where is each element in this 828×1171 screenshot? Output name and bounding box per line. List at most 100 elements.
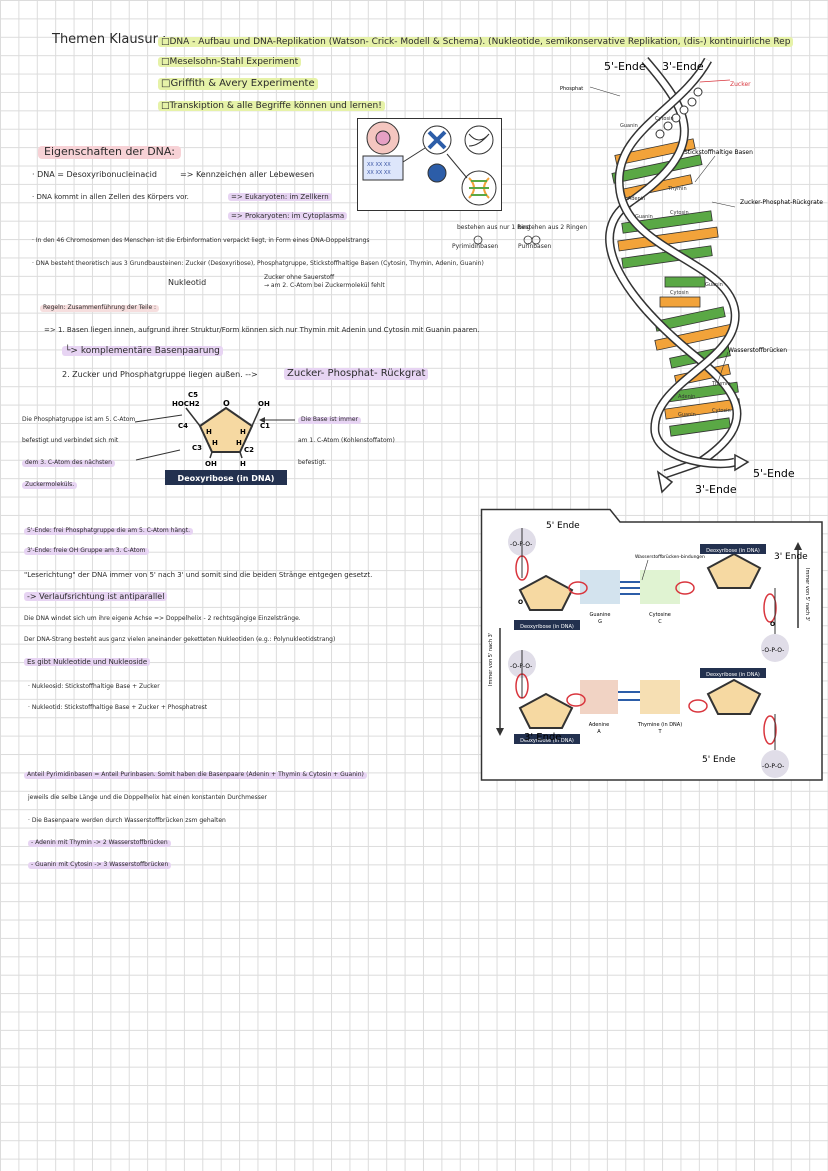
sugar-right-1: Die Base ist immer bbox=[298, 416, 361, 424]
svg-text:H: H bbox=[240, 428, 246, 436]
svg-text:C1: C1 bbox=[260, 422, 270, 430]
adenin-thymin: - Adenin mit Thymin -> 2 Wasserstoffbrüc… bbox=[28, 839, 171, 847]
regel-1: => 1. Basen liegen innen, aufgrund ihrer… bbox=[44, 326, 480, 334]
deoxyribose-diagram: Deoxyribose (in DNA) C5 HOCH2 O OH C4 C1… bbox=[165, 391, 287, 485]
svg-text:Guanin: Guanin bbox=[635, 214, 653, 220]
svg-text:Thymine (in DNA): Thymine (in DNA) bbox=[637, 722, 682, 728]
svg-text:C2: C2 bbox=[244, 446, 254, 454]
nukleotide-nukleoside: Es gibt Nukleotide und Nukleoside bbox=[24, 658, 151, 667]
topic-meselson: □Meselsohn-Stahl Experiment bbox=[158, 57, 302, 68]
svg-text:G: G bbox=[598, 619, 602, 625]
sugar-left-4: Zuckermoleküls. bbox=[22, 481, 78, 489]
svg-text:Immer von 5' nach 3': Immer von 5' nach 3' bbox=[488, 633, 494, 686]
doppelhelix: Die DNA windet sich um ihre eigene Achse… bbox=[24, 615, 301, 622]
svg-text:-O-P-O-: -O-P-O- bbox=[510, 541, 532, 548]
svg-text:H: H bbox=[240, 460, 246, 468]
nukleotid-label: Nukleotid bbox=[168, 278, 207, 287]
sugar-right-2: am 1. C-Atom (Kohlenstoffatom) bbox=[298, 437, 395, 444]
svg-text:HOCH2: HOCH2 bbox=[172, 400, 200, 408]
purin-note: bestehen aus 2 Ringen bbox=[518, 224, 588, 231]
helix-5-ende-bottom: 5'-Ende bbox=[753, 467, 795, 480]
antiparallel: -> Verlaufsrichtung ist antiparallel bbox=[24, 592, 168, 602]
nukleotid-def: · Nukleotid: Stickstoffhaltige Base + Zu… bbox=[28, 704, 208, 711]
svg-text:O: O bbox=[770, 621, 775, 628]
dna-kennzeichen: => Kennzeichen aller Lebewesen bbox=[180, 170, 315, 179]
svg-text:Adenin: Adenin bbox=[678, 394, 695, 400]
leserichtung: "Leserichtung" der DNA immer von 5' nach… bbox=[24, 571, 373, 579]
end3-def: 3'-Ende: freie OH Gruppe am 3. C-Atom bbox=[24, 547, 149, 555]
svg-text:OH: OH bbox=[258, 400, 270, 408]
grundbausteine-text: · DNA besteht theoretisch aus 3 Grundbau… bbox=[32, 260, 484, 267]
topic-griffith: □Griffith & Avery Experimente bbox=[158, 78, 318, 90]
svg-text:Deoxyribose (in DNA): Deoxyribose (in DNA) bbox=[706, 672, 760, 678]
deoxyribose-caption: Deoxyribose (in DNA) bbox=[178, 474, 275, 483]
svg-text:H: H bbox=[236, 439, 242, 447]
header-prefix: Themen Klausur : bbox=[52, 32, 167, 47]
svg-text:A: A bbox=[597, 729, 601, 735]
regeln-title: Regeln: Zusammenführung der Teile : bbox=[40, 304, 160, 312]
svg-text:H: H bbox=[212, 439, 218, 447]
svg-text:Deoxyribose (in DNA): Deoxyribose (in DNA) bbox=[706, 548, 760, 554]
sugar-arrows bbox=[134, 414, 295, 461]
note-c-atom: → am 2. C-Atom bei Zuckermolekül fehlt bbox=[264, 282, 385, 289]
svg-text:Cytosine: Cytosine bbox=[649, 612, 671, 618]
helix-rungs bbox=[611, 138, 741, 437]
svg-text:Guanine: Guanine bbox=[590, 612, 611, 618]
svg-text:Deoxyribose (in DNA): Deoxyribose (in DNA) bbox=[520, 738, 574, 744]
svg-text:XX XX XX: XX XX XX bbox=[367, 162, 391, 168]
nukleosid-def: · Nukleosid: Stickstoffhaltige Base + Zu… bbox=[28, 683, 160, 690]
ladder-3-ende-top: 3' Ende bbox=[774, 552, 808, 562]
svg-text:Thymin: Thymin bbox=[667, 186, 687, 192]
cell-illustration: XX XX XX XX XX XX bbox=[357, 118, 502, 211]
sugar-right-3: befestigt. bbox=[298, 459, 327, 466]
helix-basen-label: Stickstoffhaltige Basen bbox=[684, 149, 753, 156]
topic-dna-aufbau: □DNA - Aufbau und DNA-Replikation (Watso… bbox=[158, 37, 794, 48]
dna-definition: · DNA = Desoxyribonucleinacid bbox=[32, 170, 157, 179]
helix-phosphat-label: Phosphat bbox=[560, 86, 583, 92]
pyrimidin-purin: Anteil Pyrimidinbasen = Anteil Purinbase… bbox=[24, 771, 367, 779]
dna-helix-diagram: Guanin Cytosin Adenin Thymin Guanin Cyto… bbox=[560, 57, 823, 496]
svg-text:XX XX XX: XX XX XX bbox=[367, 170, 391, 176]
svg-text:Immer von 5' nach 3': Immer von 5' nach 3' bbox=[804, 568, 810, 621]
pyrimidin-note: bestehen aus nur 1 Ring bbox=[457, 224, 531, 231]
nucleotide-ladder-diagram: -O-P-O- -O-P-O- -O-P-O- -O-P-O- Deoxyrib… bbox=[480, 508, 823, 781]
end5-def: 5'-Ende: frei Phosphatgruppe die am 5. C… bbox=[24, 527, 194, 535]
helix-rueckgrat-label: Zucker-Phosphat-Rückgrate bbox=[740, 199, 823, 206]
eigenschaften-heading: Eigenschaften der DNA: bbox=[38, 145, 181, 159]
svg-text:Adenin: Adenin bbox=[628, 196, 645, 202]
rueckgrat-label: Zucker- Phosphat- Rückgrat bbox=[284, 368, 429, 380]
svg-text:Thymin: Thymin bbox=[711, 381, 731, 387]
svg-text:C4: C4 bbox=[178, 422, 188, 430]
svg-text:Cytosin: Cytosin bbox=[670, 210, 689, 216]
wasserstoffbruecken: · Die Basenpaare werden durch Wasserstof… bbox=[28, 817, 226, 824]
helix-zucker-label: Zucker bbox=[730, 81, 751, 88]
svg-text:O: O bbox=[223, 399, 230, 408]
svg-text:Deoxyribose (in DNA): Deoxyribose (in DNA) bbox=[520, 624, 574, 630]
ladder-wasserstoff-label: Wasserstoffbrücken-bindungen bbox=[635, 554, 705, 560]
topic-transkription: □Transkiption & alle Begriffe können und… bbox=[158, 101, 385, 112]
eukaryoten: => Eukaryoten: im Zellkern bbox=[228, 193, 332, 202]
pyrimidin-label: Pyrimidinbasen bbox=[452, 243, 499, 250]
svg-text:Cytosin: Cytosin bbox=[712, 408, 731, 414]
durchmesser: jeweils die selbe Länge und die Doppelhe… bbox=[28, 794, 268, 801]
helix-5-ende-top: 5'-Ende bbox=[604, 60, 646, 73]
svg-text:H: H bbox=[206, 428, 212, 436]
svg-text:-O-P-O-: -O-P-O- bbox=[762, 763, 784, 770]
svg-text:O: O bbox=[518, 599, 523, 606]
svg-text:-O-P-O-: -O-P-O- bbox=[762, 647, 784, 654]
ladder-3-ende-bottom: 3' Ende bbox=[524, 732, 561, 743]
svg-text:Guanin: Guanin bbox=[620, 123, 638, 129]
dna-zellen: · DNA kommt in allen Zellen des Körpers … bbox=[32, 193, 189, 201]
svg-text:C3: C3 bbox=[192, 444, 202, 452]
svg-text:Guanin: Guanin bbox=[678, 412, 696, 418]
sugar-left-2: befestigt und verbindet sich mit bbox=[22, 437, 119, 444]
sugar-left-1: Die Phosphatgruppe ist am 5. C-Atom bbox=[22, 416, 136, 423]
purin-label: Purinbasen bbox=[518, 243, 552, 250]
guanin-cytosin: - Guanin mit Cytosin -> 3 Wasserstoffbrü… bbox=[28, 861, 172, 869]
svg-text:C5: C5 bbox=[188, 391, 198, 399]
ring-icons bbox=[473, 235, 541, 245]
svg-text:C: C bbox=[658, 619, 662, 625]
sugar-left-3: dem 3. C-Atom des nächsten bbox=[22, 459, 115, 467]
prokaryoten: => Prokaryoten: im Cytoplasma bbox=[228, 212, 348, 221]
regel-2: 2. Zucker und Phosphatgruppe liegen auße… bbox=[62, 370, 258, 379]
